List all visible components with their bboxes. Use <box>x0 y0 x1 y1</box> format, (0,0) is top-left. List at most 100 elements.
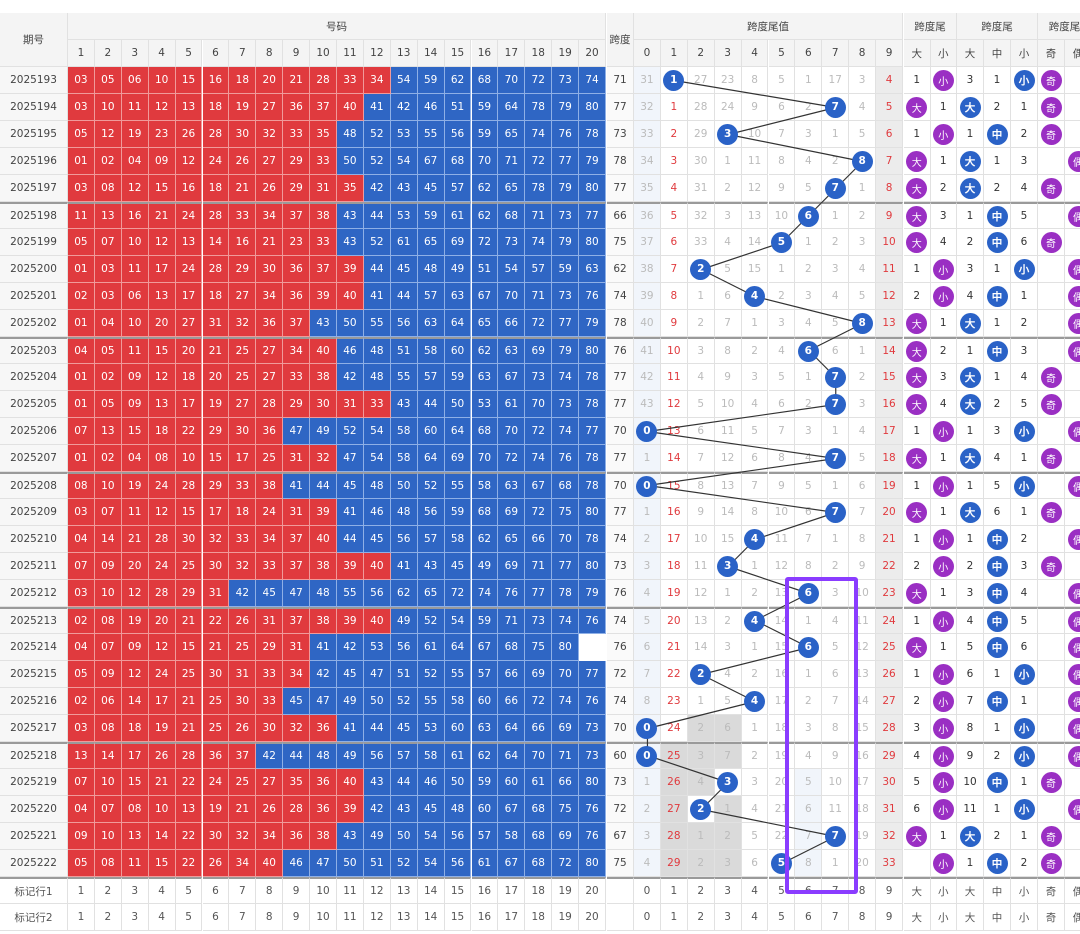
number-cell: 30 <box>202 661 230 688</box>
bs-cell: 大 <box>904 310 931 337</box>
number-cell: 63 <box>579 256 606 283</box>
number-cell: 59 <box>417 67 445 94</box>
number-cell: 17 <box>121 742 149 769</box>
number-cell: 79 <box>552 229 580 256</box>
number-cell: 07 <box>94 499 122 526</box>
tail-cell: 2 <box>714 823 742 850</box>
zone-cell: 4 <box>957 607 984 634</box>
footer-zone: 中 <box>984 877 1011 904</box>
zone-ball: 中 <box>986 205 1008 227</box>
zone-ball: 小 <box>1013 420 1035 442</box>
tail-cell: 6 <box>714 715 742 742</box>
number-cell: 24 <box>175 202 203 229</box>
footer-num: 9 <box>283 904 311 931</box>
number-cell: 36 <box>283 823 311 850</box>
number-cell: 68 <box>498 634 526 661</box>
number-cell: 44 <box>337 526 364 553</box>
number-cell: 26 <box>202 850 230 877</box>
bs-cell: 4 <box>904 742 931 769</box>
tail-ball: 2 <box>690 258 712 280</box>
tail-ball: 7 <box>824 393 846 415</box>
number-cell: 44 <box>363 715 391 742</box>
number-cell: 63 <box>417 310 445 337</box>
period-cell: 2025208 <box>0 472 68 499</box>
number-cell: 67 <box>471 634 499 661</box>
number-cell: 34 <box>283 661 311 688</box>
tail-cell: 10 <box>741 121 769 148</box>
tail-cell: 39 <box>634 283 661 310</box>
tail-cell: 17 <box>849 769 877 796</box>
number-cell: 47 <box>283 418 311 445</box>
number-cell: 53 <box>390 121 418 148</box>
tail-cell: 4 <box>634 580 661 607</box>
number-cell: 64 <box>498 715 526 742</box>
period-cell: 2025207 <box>0 445 68 472</box>
number-cell: 52 <box>417 661 445 688</box>
number-cell: 33 <box>363 391 391 418</box>
number-cell: 78 <box>579 472 606 499</box>
numbers-col-7: 7 <box>229 40 257 67</box>
tail-cell: 7 <box>822 94 850 121</box>
number-cell: 54 <box>363 445 391 472</box>
zone-cell: 1 <box>957 202 984 229</box>
bs-cell: 小 <box>930 742 957 769</box>
number-cell: 75 <box>552 499 580 526</box>
tail-cell: 28 <box>660 823 688 850</box>
number-cell: 48 <box>363 364 391 391</box>
bs-cell: 1 <box>930 580 957 607</box>
number-cell: 69 <box>444 445 472 472</box>
tail-ball: 6 <box>797 636 819 658</box>
numbers-col-11: 11 <box>337 40 364 67</box>
number-cell: 30 <box>256 256 284 283</box>
number-cell: 22 <box>175 769 203 796</box>
oe-cell: 偶 <box>1065 661 1080 688</box>
number-cell: 03 <box>68 580 95 607</box>
span-cell: 70 <box>607 418 634 445</box>
number-cell: 33 <box>310 229 337 256</box>
footer-num: 5 <box>175 904 203 931</box>
zone-cell: 4 <box>984 445 1011 472</box>
span-tail-oe-header: 跨度尾 <box>1038 13 1080 40</box>
number-cell: 39 <box>310 283 337 310</box>
oe-ball: 偶 <box>1067 636 1080 658</box>
span-cell: 75 <box>607 229 634 256</box>
number-cell: 58 <box>498 823 526 850</box>
footer-zone: 小 <box>1011 904 1038 931</box>
number-cell: 37 <box>283 607 311 634</box>
bs-cell: 小 <box>930 796 957 823</box>
bs-cell: 2 <box>904 688 931 715</box>
number-cell: 12 <box>121 580 149 607</box>
tail-cell: 2 <box>822 148 850 175</box>
zone-cell: 3 <box>1011 148 1038 175</box>
number-cell: 33 <box>283 364 311 391</box>
tail-cell: 12 <box>849 634 877 661</box>
number-cell: 74 <box>552 364 580 391</box>
period-header: 期号 <box>0 13 68 67</box>
tail-cell: 0 <box>634 715 661 742</box>
number-cell: 62 <box>471 526 499 553</box>
tail-cell: 8 <box>795 553 823 580</box>
number-cell: 13 <box>175 796 203 823</box>
number-cell: 64 <box>417 445 445 472</box>
number-cell: 80 <box>579 769 606 796</box>
number-cell: 25 <box>256 445 284 472</box>
number-cell: 66 <box>552 769 580 796</box>
number-cell: 33 <box>229 472 257 499</box>
number-cell: 68 <box>471 67 499 94</box>
number-cell: 31 <box>229 661 257 688</box>
number-cell: 13 <box>94 202 122 229</box>
zone-ball: 大 <box>959 825 981 847</box>
tail-cell: 7 <box>822 364 850 391</box>
span-tail-zone-header: 跨度尾 <box>957 13 1038 40</box>
tail-cell: 37 <box>634 229 661 256</box>
oe-cell <box>1038 148 1065 175</box>
tail-cell: 4 <box>714 661 742 688</box>
footer-num: 20 <box>579 904 606 931</box>
number-cell: 18 <box>229 499 257 526</box>
zone-cell: 小 <box>1011 661 1038 688</box>
number-cell: 68 <box>525 796 553 823</box>
tail-ball: 6 <box>797 205 819 227</box>
footer-num: 10 <box>310 877 337 904</box>
number-cell: 56 <box>444 121 472 148</box>
number-cell: 12 <box>148 94 176 121</box>
